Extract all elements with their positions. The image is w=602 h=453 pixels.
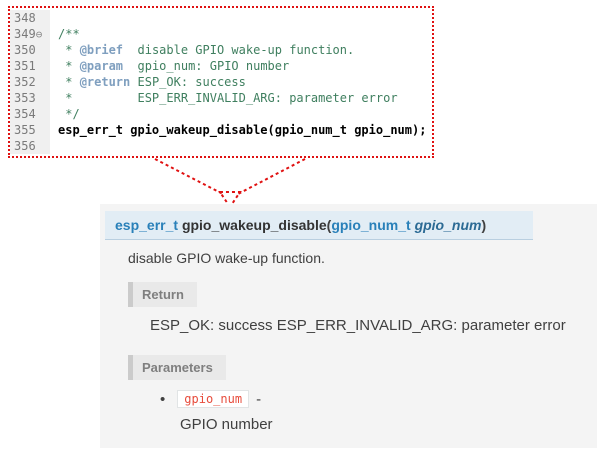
- code-text: esp_err_t gpio_wakeup_disable(gpio_num_t…: [50, 122, 426, 138]
- code-line: 348: [10, 10, 432, 26]
- code-text: * @return ESP_OK: success: [58, 75, 246, 89]
- parameter-name-chip: gpio_num: [177, 390, 250, 408]
- doc-tag-brief: @brief: [79, 43, 124, 57]
- code-text: * @param gpio_num: GPIO number: [58, 59, 290, 73]
- code-line: 350 * @brief disable GPIO wake-up functi…: [10, 42, 432, 58]
- code-line: 349⊖ /**: [10, 26, 432, 42]
- doc-tag-return: @return: [79, 75, 131, 89]
- param-type-link[interactable]: gpio_num_t: [331, 217, 415, 233]
- code-line: 356: [10, 138, 432, 154]
- return-value-text: ESP_OK: success ESP_ERR_INVALID_ARG: par…: [150, 317, 566, 334]
- code-line: 354 */: [10, 106, 432, 122]
- return-section-header: Return: [128, 282, 197, 307]
- fold-icon[interactable]: ⊖: [35, 28, 43, 41]
- function-name: gpio_wakeup_disable: [181, 217, 327, 233]
- parameter-dash: -: [256, 390, 262, 408]
- line-number: 350: [10, 42, 50, 58]
- code-text: * ESP_ERR_INVALID_ARG: parameter error: [58, 91, 398, 105]
- annotation-arrow: [143, 157, 325, 209]
- code-text: * @brief disable GPIO wake-up function.: [58, 43, 355, 57]
- line-number: 352: [10, 74, 50, 90]
- line-number: 354: [10, 106, 50, 122]
- doc-tag-param: @param: [79, 59, 124, 73]
- line-number: 356: [10, 138, 50, 154]
- code-editor[interactable]: 348 349⊖ /** 350 * @brief disable GPIO w…: [8, 6, 434, 158]
- code-text: */: [58, 107, 80, 121]
- function-description: disable GPIO wake-up function.: [128, 250, 325, 266]
- parameter-list-item: • gpio_num -: [160, 390, 261, 408]
- line-number: 351: [10, 58, 50, 74]
- arrow-graphic: [154, 158, 306, 209]
- code-line: 351 * @param gpio_num: GPIO number: [10, 58, 432, 74]
- parameters-section-header: Parameters: [128, 355, 226, 380]
- code-line: 353 * ESP_ERR_INVALID_ARG: parameter err…: [10, 90, 432, 106]
- line-number: 348: [10, 10, 50, 26]
- code-line: 355 esp_err_t gpio_wakeup_disable(gpio_n…: [10, 122, 432, 138]
- code-text: [50, 138, 58, 154]
- code-text: /**: [58, 27, 80, 41]
- line-number: 353: [10, 90, 50, 106]
- code-text: [50, 10, 58, 26]
- param-name: gpio_num: [414, 217, 482, 233]
- function-signature: esp_err_t gpio_wakeup_disable(gpio_num_t…: [105, 211, 533, 240]
- function-declaration: esp_err_t gpio_wakeup_disable(gpio_num_t…: [58, 123, 427, 137]
- docs-panel: esp_err_t gpio_wakeup_disable(gpio_num_t…: [100, 204, 597, 448]
- line-number: 349⊖: [10, 26, 50, 42]
- return-type-link[interactable]: esp_err_t: [115, 217, 182, 233]
- line-number: 355: [10, 122, 50, 138]
- bullet-icon: •: [160, 390, 166, 408]
- code-line: 352 * @return ESP_OK: success: [10, 74, 432, 90]
- parameter-description: GPIO number: [180, 416, 273, 433]
